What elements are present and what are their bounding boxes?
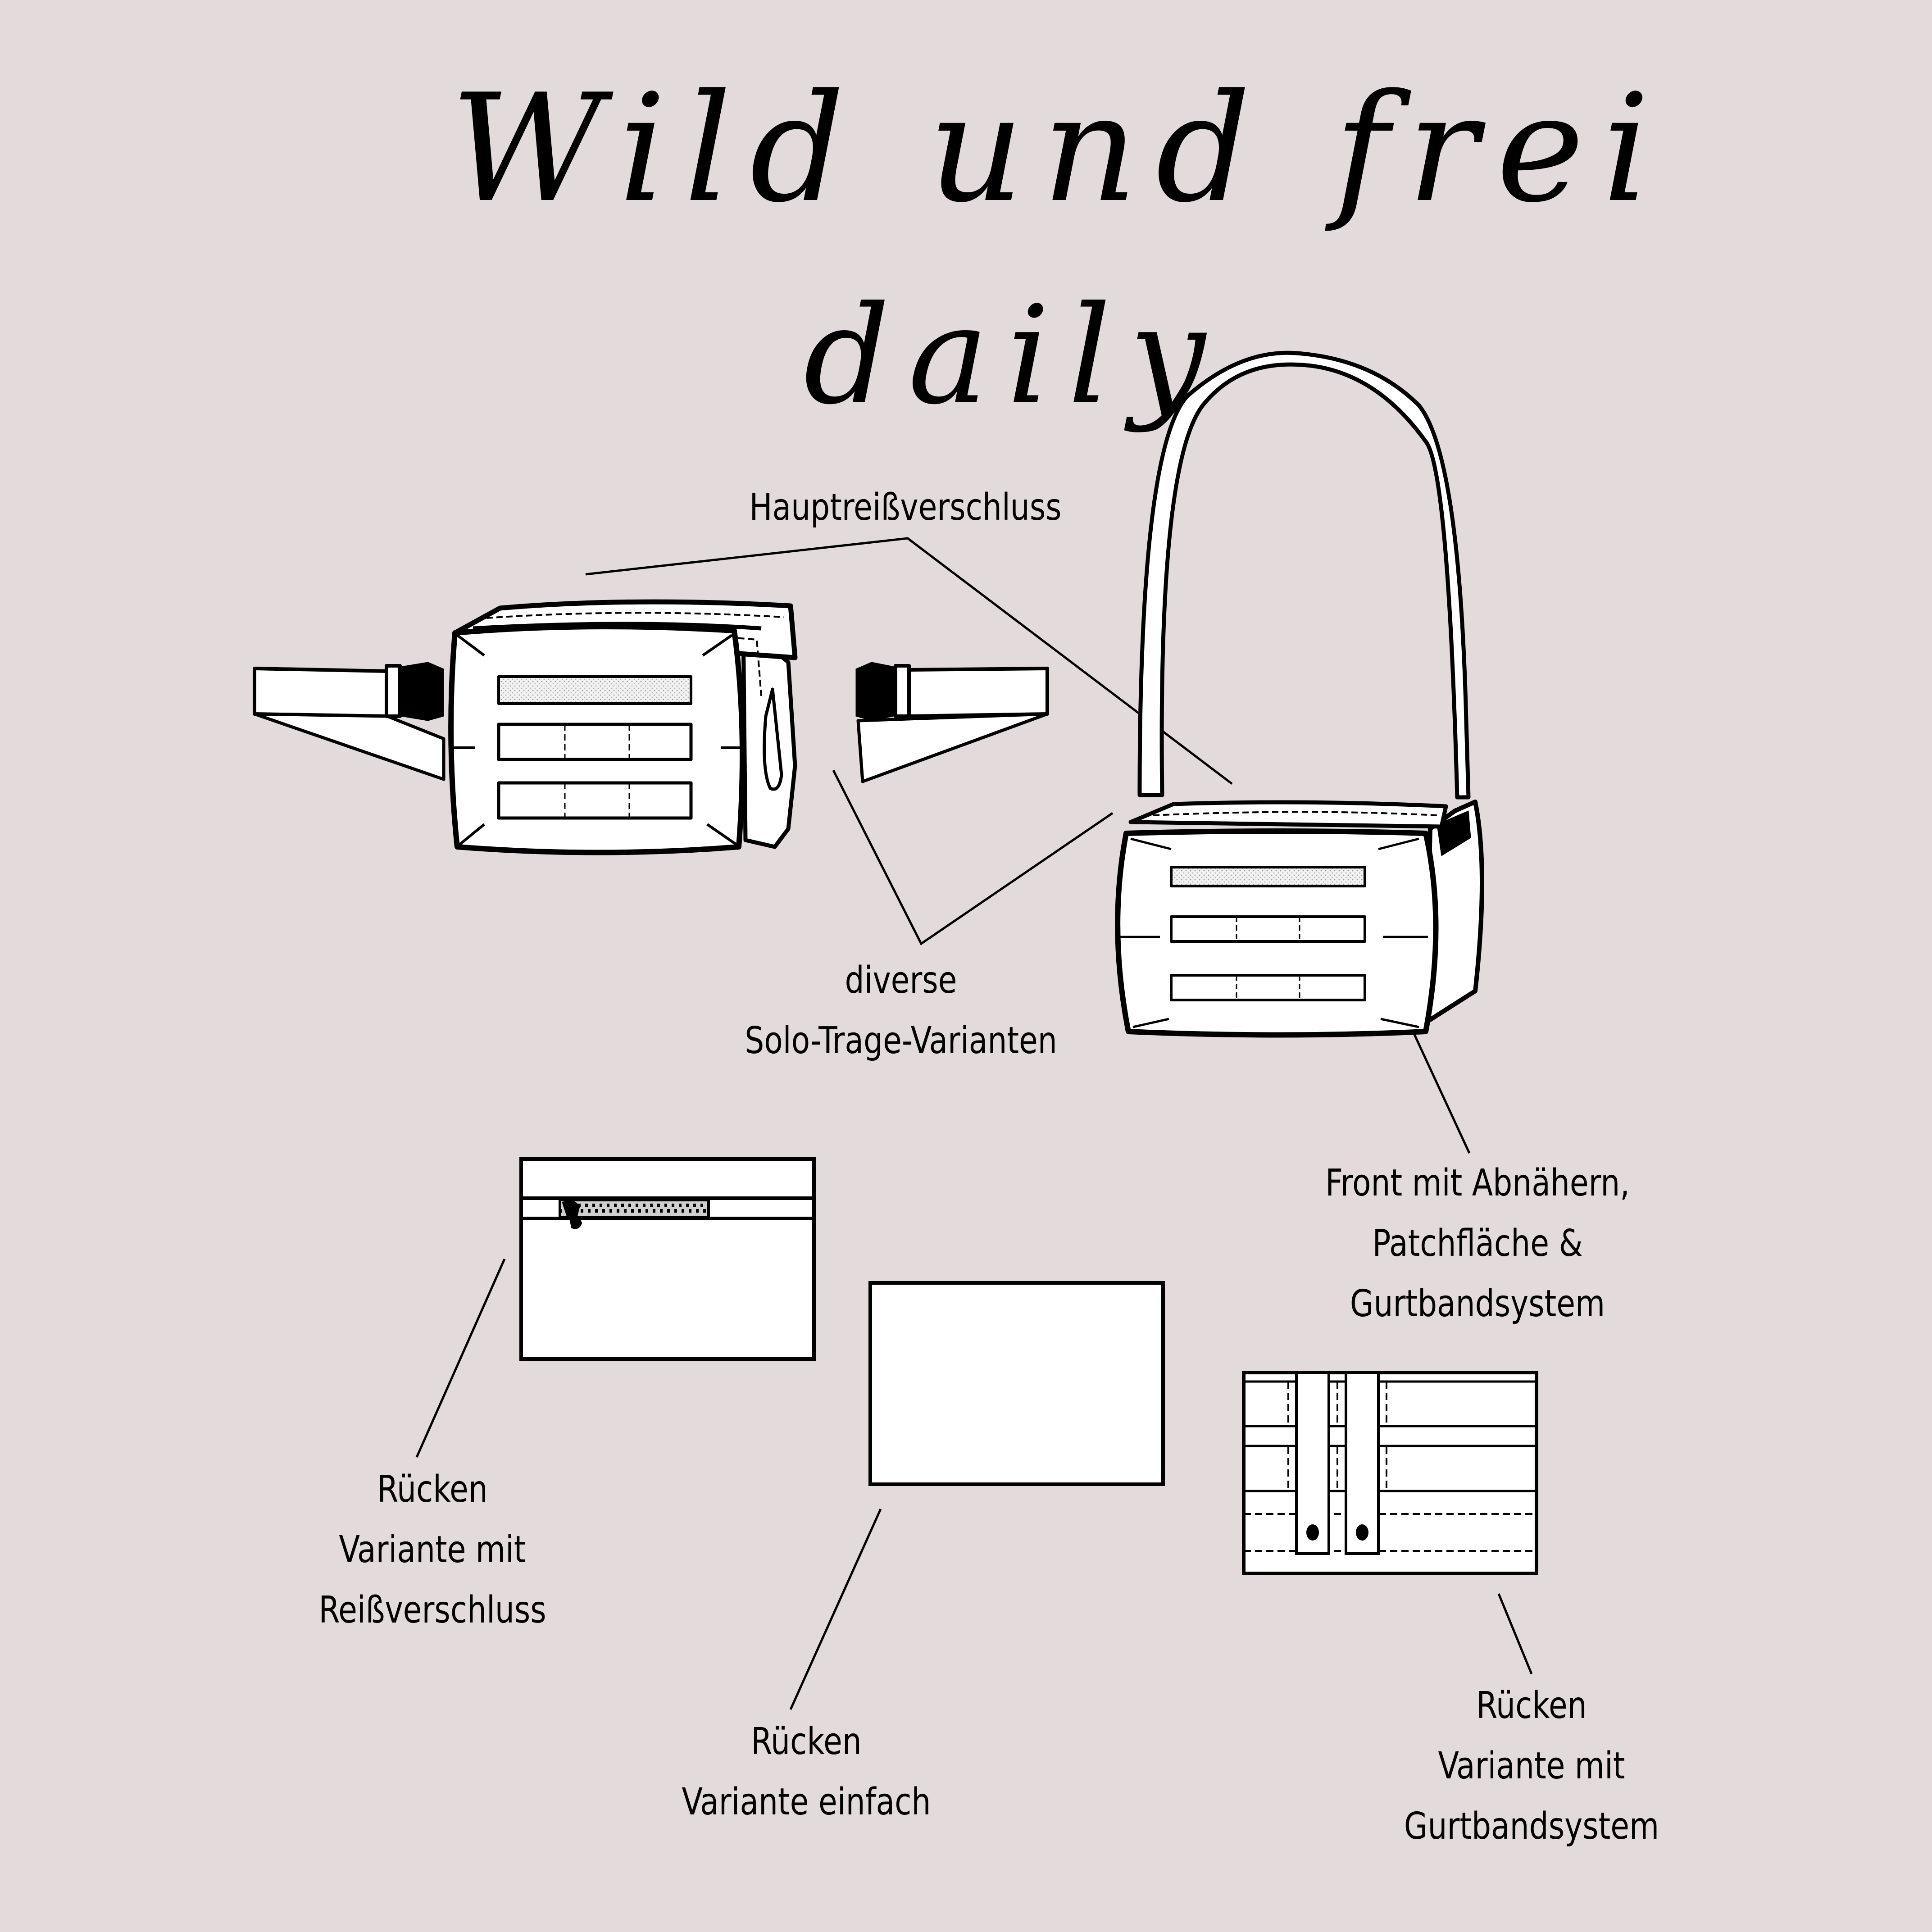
label-line: Rücken (1476, 1684, 1587, 1727)
label-front: Front mit Abnähern, Patchfläche & Gurtba… (1262, 1153, 1693, 1334)
shoulderbag-webbing-row-1 (1170, 915, 1366, 943)
label-line: Variante mit (339, 1528, 526, 1571)
buckle-left-icon (385, 662, 444, 721)
zipper-teeth (559, 1199, 710, 1218)
label-line: Solo-Trage-Varianten (745, 1019, 1057, 1062)
label-line: Hauptreißverschluss (749, 486, 1062, 529)
title-line-1: Wild und frei (450, 62, 1668, 235)
label-hauptreissverschluss: Hauptreißverschluss (686, 477, 1125, 538)
leader-ruecken-einfach (789, 1508, 882, 1710)
leader-ruecken-reissverschluss (415, 1258, 506, 1458)
label-line: Front mit Abnähern, (1325, 1162, 1630, 1205)
webbing-strap-right (1345, 1371, 1380, 1555)
buckle-right-icon (855, 662, 911, 721)
back-webbing-illustration (1242, 1371, 1538, 1575)
label-line: Rücken (377, 1468, 488, 1511)
shoulderbag-patch-area (1170, 866, 1366, 887)
leader-hauptreissverschluss (585, 537, 1233, 785)
label-line: Gurtbandsystem (1350, 1282, 1605, 1325)
back-plain-illustration (868, 1281, 1165, 1486)
label-line: Variante mit (1438, 1745, 1625, 1787)
label-line: Reißverschluss (318, 1589, 546, 1632)
snap-button-right-icon (1356, 1524, 1368, 1541)
shoulderbag-webbing-row-2 (1170, 974, 1366, 1001)
zipper-pull-icon (562, 1200, 582, 1229)
shoulder-buckle-icon (1436, 810, 1471, 856)
label-ruecken-reissverschluss: Rücken Variante mit Reißverschluss (275, 1459, 590, 1641)
label-ruecken-gurtband: Rücken Variante mit Gurtbandsystem (1362, 1676, 1701, 1857)
hipbag-illustration (253, 599, 1049, 855)
hipbag-patch-area (497, 675, 692, 705)
label-line: Rücken (751, 1720, 862, 1763)
title-line-2: daily (803, 277, 1224, 434)
hipbag-webbing-row-2 (497, 781, 693, 820)
hipbag-belt-left (253, 667, 389, 718)
leader-lines (415, 537, 1533, 1710)
back-zipper-illustration (519, 1157, 816, 1361)
shoulderbag-illustration (1115, 350, 1484, 1038)
leader-ruecken-gurtband (1497, 1593, 1533, 1674)
label-line: Variante einfach (682, 1781, 931, 1823)
label-line: Patchfläche & (1372, 1222, 1583, 1265)
hipbag-belt-right (906, 667, 1049, 718)
label-diverse-solo-trage-varianten: diverse Solo-Trage-Varianten (669, 950, 1133, 1071)
snap-button-left-icon (1306, 1524, 1319, 1541)
label-ruecken-einfach: Rücken Variante einfach (636, 1712, 976, 1832)
webbing-strap-left (1295, 1371, 1330, 1555)
hipbag-webbing-row-1 (497, 723, 693, 761)
label-line: Gurtbandsystem (1404, 1805, 1659, 1848)
label-line: diverse (845, 959, 957, 1002)
shoulder-strap (1137, 350, 1471, 800)
leader-diverse-solo (832, 769, 1114, 946)
